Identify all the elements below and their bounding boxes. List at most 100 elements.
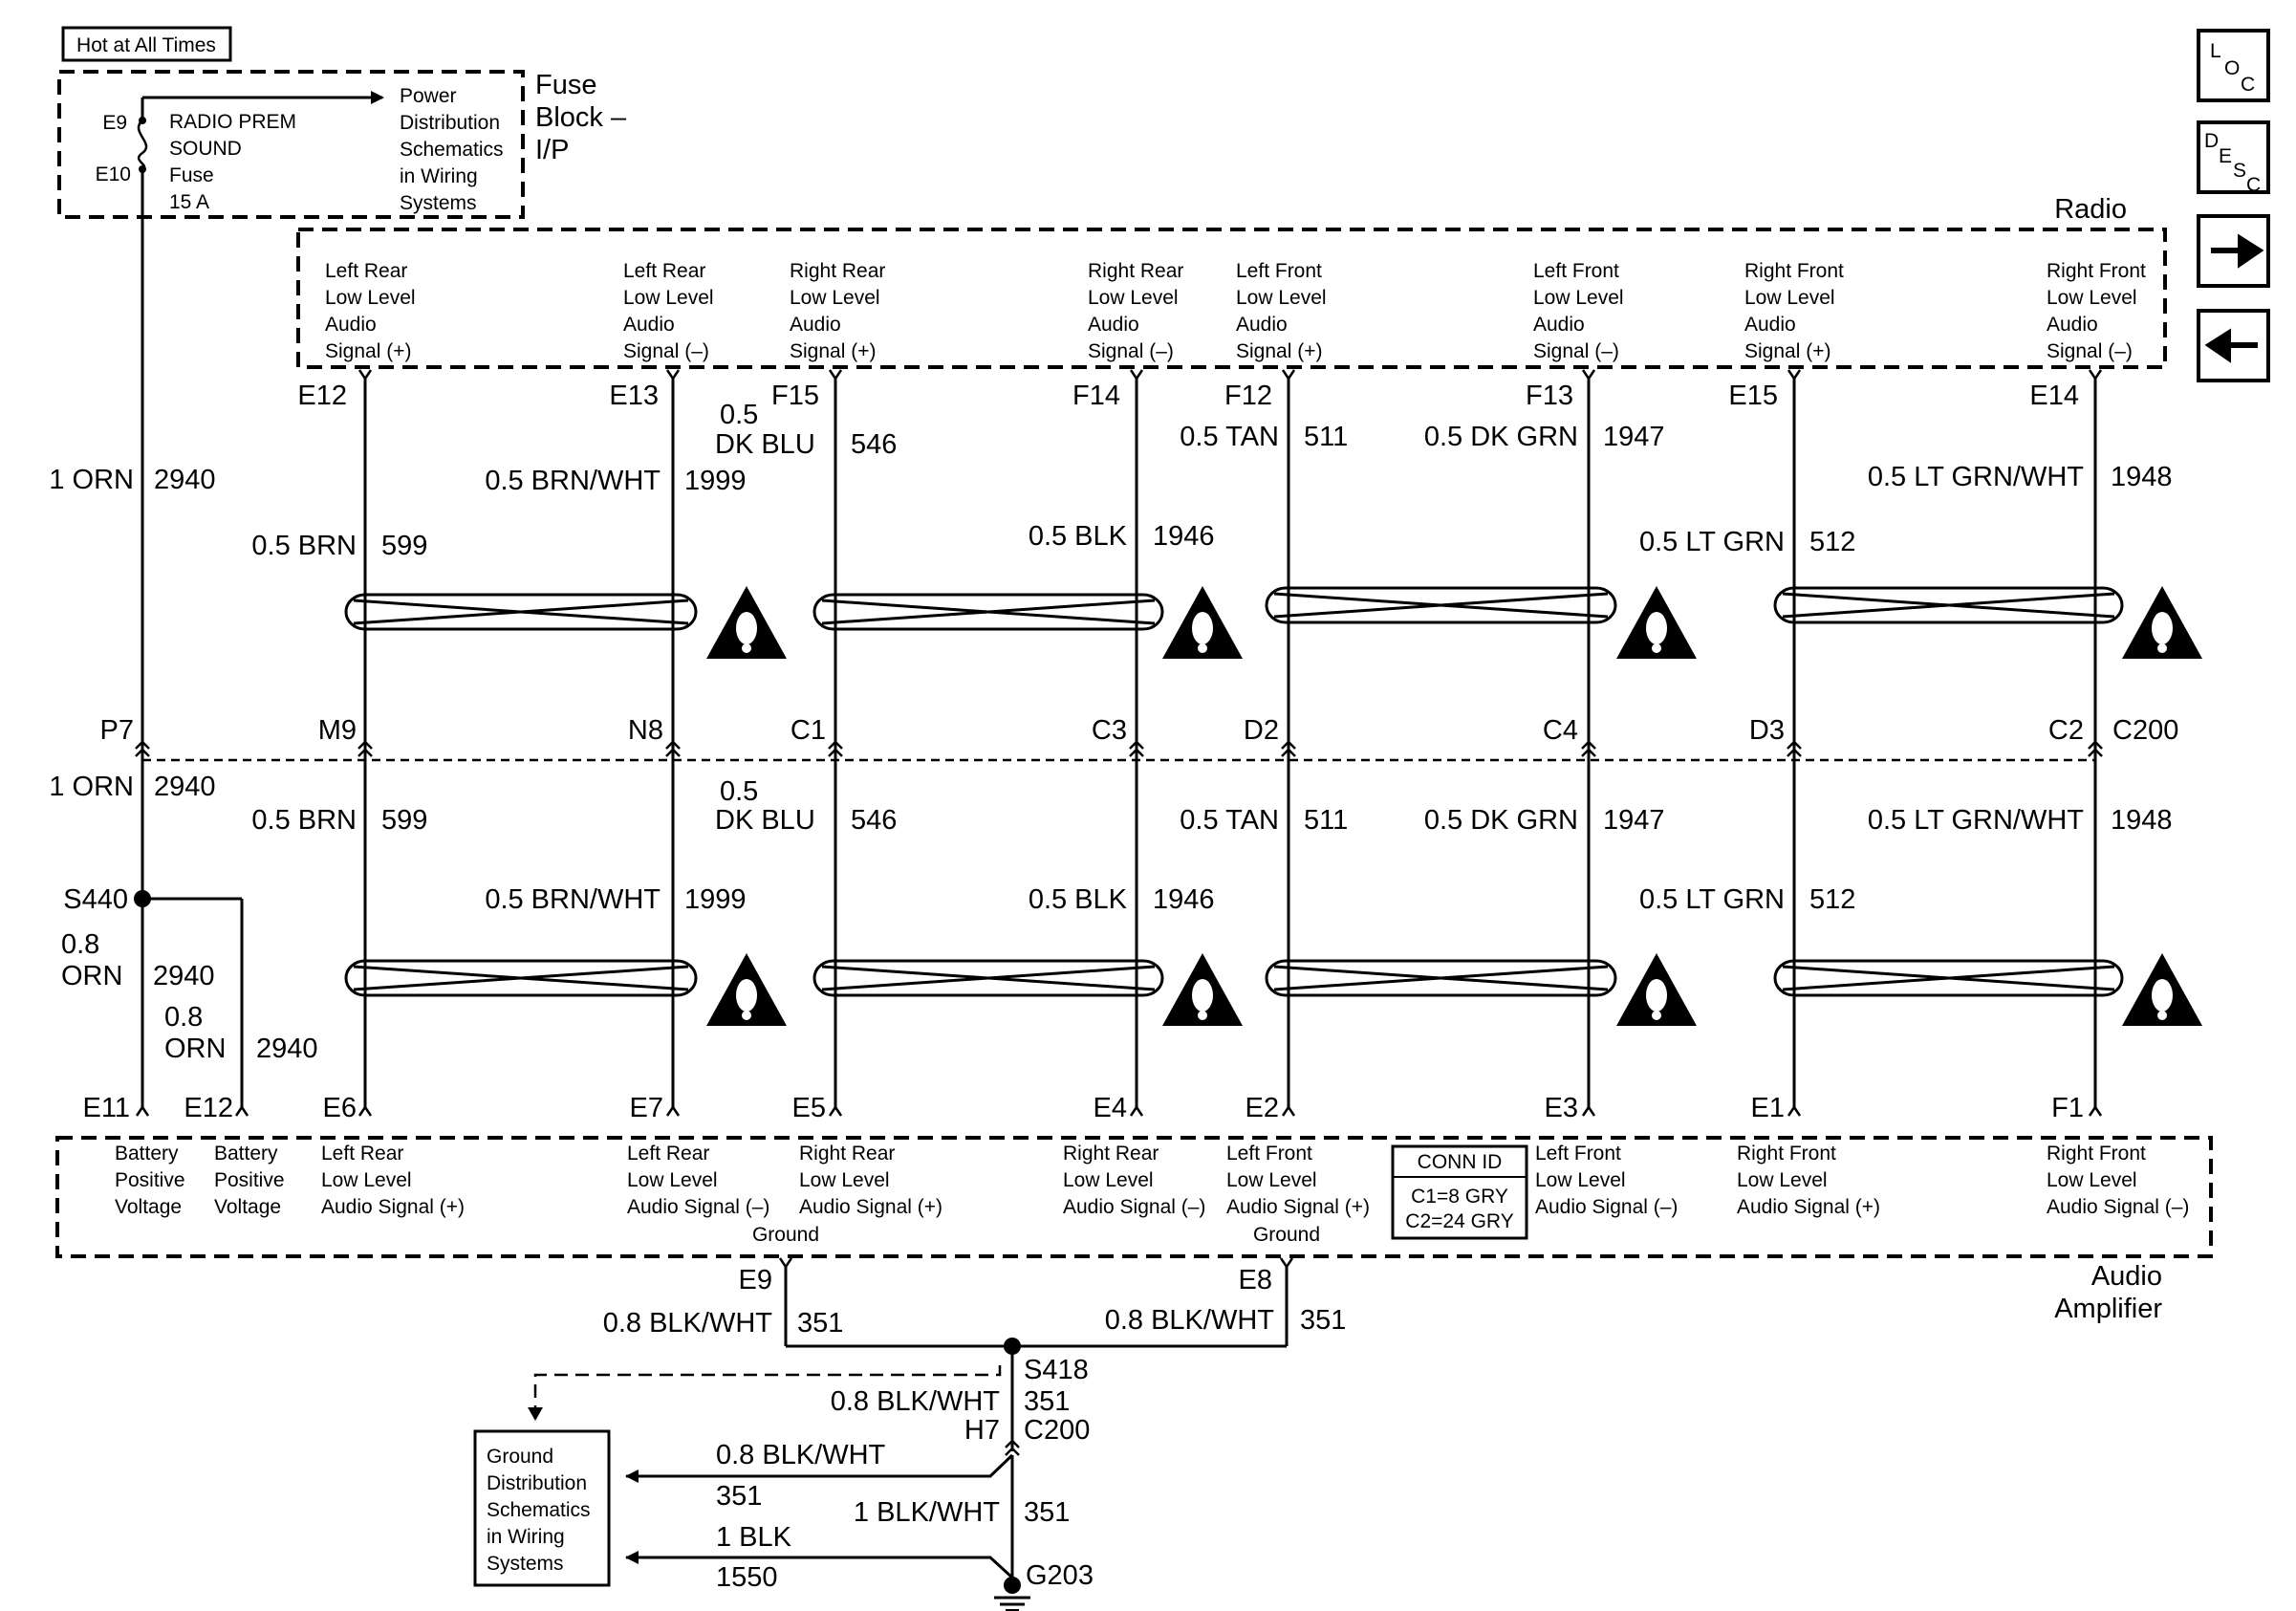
loc-button[interactable] — [2197, 29, 2270, 102]
c200-terminal — [828, 740, 843, 757]
ground-ref-text: in Wiring — [487, 1526, 565, 1548]
c200-pin-d2: D2 — [1244, 715, 1279, 746]
ground-c200-label: C200 — [1024, 1415, 1090, 1446]
caution-dot — [1198, 643, 1207, 653]
twist-cross — [1273, 592, 1609, 619]
terminal — [1787, 1104, 1802, 1117]
caution-icon — [2122, 586, 2202, 659]
amplifier-pin-label: Low Level — [627, 1169, 718, 1191]
caution-dot — [742, 643, 751, 653]
c200-terminal — [2088, 740, 2103, 757]
wire-circuit: 351 — [1300, 1305, 1346, 1336]
conn-id-box — [1391, 1144, 1528, 1240]
radio-pin-e15: E15 — [1728, 381, 1778, 411]
radio-pin-label: Audio — [1236, 314, 1288, 336]
caution-icon — [2122, 953, 2202, 1026]
c200-pin-d3: D3 — [1749, 715, 1785, 746]
caution-tail — [1653, 1008, 1660, 1013]
amplifier-pin-e3: E3 — [1545, 1093, 1578, 1123]
amplifier-pin-label: Low Level — [799, 1169, 890, 1191]
power-wire-gauge-lower: 1 ORN — [49, 772, 134, 802]
radio-pin-label: Right Rear — [790, 260, 885, 282]
power-distribution-ref: Power — [400, 85, 457, 107]
terminal — [2088, 369, 2103, 381]
amp-ground-label: Ground — [752, 1224, 819, 1246]
ground-c200-pin: H7 — [964, 1415, 1000, 1446]
power-wire-circuit: 2940 — [154, 465, 216, 495]
radio-pin-label: Low Level — [2047, 287, 2137, 309]
radio-pin-label: Left Rear — [325, 260, 407, 282]
caution-mark — [1192, 979, 1213, 1012]
amplifier-pin-label: Audio Signal (–) — [2047, 1196, 2189, 1218]
radio-pin-label: Signal (+) — [1236, 340, 1322, 362]
desc-letter: E — [2219, 145, 2232, 167]
c200-terminal — [1581, 740, 1596, 757]
wire-circuit: 351 — [716, 1481, 762, 1512]
radio-pin-label: Signal (+) — [790, 340, 876, 362]
wire-circuit: 1999 — [684, 884, 747, 915]
wire-gauge: 0.5 LT GRN/WHT — [1868, 805, 2084, 836]
amplifier-pin-label: Low Level — [1737, 1169, 1828, 1191]
radio-pin-label: Signal (+) — [1744, 340, 1830, 362]
wire-circuit: 1550 — [716, 1562, 778, 1593]
c200-pin-c4: C4 — [1543, 715, 1578, 746]
caution-mark — [736, 979, 757, 1012]
ground-ref-text: Schematics — [487, 1499, 591, 1521]
wire-gauge: 1 BLK — [716, 1522, 792, 1553]
amplifier-pin-label: Battery — [115, 1143, 179, 1165]
amp-ground-pin-e8: E8 — [1239, 1265, 1272, 1295]
ground-ref-text: Systems — [487, 1553, 564, 1575]
amplifier-pin-label: Low Level — [1063, 1169, 1154, 1191]
terminal — [1129, 1104, 1144, 1117]
radio-pin-f12: F12 — [1224, 381, 1272, 411]
splice-s440-label: S440 — [63, 884, 128, 915]
power-distribution-ref: Schematics — [400, 139, 504, 161]
conn-id-c2: C2=24 GRY — [1405, 1210, 1513, 1232]
amplifier-pin-label: Audio Signal (+) — [1737, 1196, 1880, 1218]
twist-cross — [1782, 592, 2115, 619]
radio-pin-label: Right Rear — [1088, 260, 1183, 282]
power-wire-gauge: 1 ORN — [49, 465, 134, 495]
twist-cross — [1273, 965, 1609, 991]
power-distribution-ref: in Wiring — [400, 165, 478, 187]
wire-circuit: 1999 — [684, 466, 747, 496]
twist-cross — [821, 599, 1156, 625]
c200-pin-m9: M9 — [318, 715, 357, 746]
caution-mark — [2152, 612, 2173, 644]
twist-cross — [1782, 965, 2115, 991]
twisted-pair-lr — [344, 593, 698, 631]
c200-terminal — [1281, 740, 1296, 757]
wire-circuit: 546 — [851, 805, 897, 836]
radio-pin-label: Audio — [1744, 314, 1796, 336]
amplifier-pin-label: Positive — [115, 1169, 185, 1191]
wire-circuit: 1948 — [2111, 805, 2173, 836]
caution-dot — [1652, 643, 1661, 653]
terminal — [1279, 1257, 1294, 1270]
terminal — [1281, 1104, 1296, 1117]
desc-letter: S — [2233, 160, 2246, 182]
desc-button[interactable] — [2197, 120, 2270, 194]
amplifier-title: Audio — [2091, 1261, 2162, 1292]
amplifier-pin-label: Low Level — [321, 1169, 412, 1191]
ground-point-g203: G203 — [1026, 1560, 1094, 1591]
caution-mark — [2152, 979, 2173, 1012]
c200-terminal — [135, 740, 150, 757]
wire-circuit: 1948 — [2111, 462, 2173, 492]
amplifier-pin-e1: E1 — [1751, 1093, 1785, 1123]
amplifier-pin-label: Voltage — [115, 1196, 182, 1218]
c200-pin-c3: C3 — [1092, 715, 1127, 746]
radio-pin-label: Audio — [1088, 314, 1139, 336]
radio-pin-label: Audio — [790, 314, 841, 336]
terminal — [1581, 369, 1596, 381]
caution-tail — [743, 1008, 750, 1013]
amplifier-pin-e6: E6 — [323, 1093, 357, 1123]
amplifier-pin-label: Right Rear — [799, 1143, 895, 1165]
radio-pin-label: Left Rear — [623, 260, 705, 282]
caution-icon — [1162, 953, 1243, 1026]
caution-tail — [1199, 641, 1206, 646]
terminal — [1787, 369, 1802, 381]
radio-pin-label: Low Level — [790, 287, 880, 309]
c200-name: C200 — [2112, 715, 2178, 746]
wire-circuit: 2940 — [153, 961, 215, 991]
loc-letter: L — [2210, 40, 2221, 62]
